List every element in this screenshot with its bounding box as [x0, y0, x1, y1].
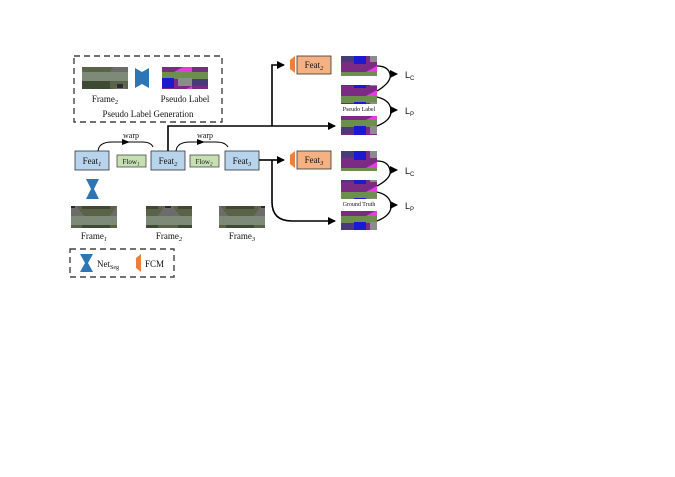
top-loss-p: LP — [405, 106, 414, 118]
net-seg-icon — [80, 254, 93, 272]
fcm-icon — [290, 151, 295, 168]
feat2-output-label: Feat2 — [305, 60, 325, 72]
frame1-caption: Frame1 — [81, 231, 107, 243]
frame3-caption: Frame3 — [229, 231, 256, 243]
warp2-label: warp — [197, 131, 213, 140]
frame1-thumbnail — [71, 206, 117, 228]
feat1-box — [74, 150, 110, 171]
feat3-output-label: Feat3 — [305, 155, 325, 167]
pseudo-label-caption: Pseudo Label — [161, 94, 210, 104]
top-loss-c: LC — [405, 70, 415, 82]
pipeline: Feat1 Feat2 Feat3 Flow1 Flow2 warp warp … — [71, 131, 265, 243]
frame2-thumbnail — [146, 206, 192, 228]
legend-fcm-label: FCM — [145, 259, 164, 269]
flow2-box — [189, 154, 220, 168]
top-seg-map-1 — [341, 56, 377, 76]
frame2-caption: Frame2 — [156, 231, 183, 243]
feat1-label: Feat1 — [83, 156, 102, 168]
frame3-thumbnail — [219, 206, 265, 228]
bottom-seg-map-1 — [341, 151, 377, 171]
flow1-label: Flow1 — [123, 158, 140, 168]
panel-title: Pseudo Label Generation — [103, 109, 194, 119]
frame2-caption: Frame2 — [92, 94, 118, 106]
feat3-output-box — [296, 150, 332, 170]
bottom-caption: Ground Truth — [343, 202, 376, 208]
top-seg-map-2 — [341, 85, 377, 104]
top-seg-map-3 — [341, 116, 377, 135]
net-seg-icon — [86, 179, 99, 199]
warp1-label: warp — [123, 131, 139, 140]
branch-connectors — [167, 61, 336, 225]
bottom-seg-map-2 — [341, 180, 377, 199]
legend-box: NetSeg FCM — [69, 248, 175, 278]
bottom-branch: Feat3 Ground Truth LC LP — [290, 150, 415, 230]
warp2-arrow — [175, 141, 229, 152]
top-branch: Feat2 Pseudo Label LC LP — [290, 55, 415, 135]
frame2-thumbnail — [82, 67, 128, 89]
fcm-icon — [290, 56, 295, 73]
bottom-loss-p: LP — [405, 201, 414, 213]
fcm-icon — [136, 254, 141, 272]
bottom-seg-map-3 — [341, 211, 377, 230]
pseudo-label-thumbnail — [162, 67, 208, 89]
pseudo-label-generation-panel: Frame2 Pseudo Label Pseudo Label Generat… — [73, 55, 223, 123]
feat2-output-box — [296, 55, 332, 75]
feat2-label: Feat2 — [159, 156, 179, 168]
legend-net-label: NetSeg — [97, 259, 119, 271]
bottom-loss-c: LC — [405, 166, 415, 178]
net-seg-icon — [135, 68, 149, 88]
flow1-box — [116, 154, 147, 168]
top-caption: Pseudo Label — [343, 107, 376, 113]
flow2-label: Flow2 — [196, 158, 213, 168]
feat3-label: Feat3 — [233, 156, 253, 168]
